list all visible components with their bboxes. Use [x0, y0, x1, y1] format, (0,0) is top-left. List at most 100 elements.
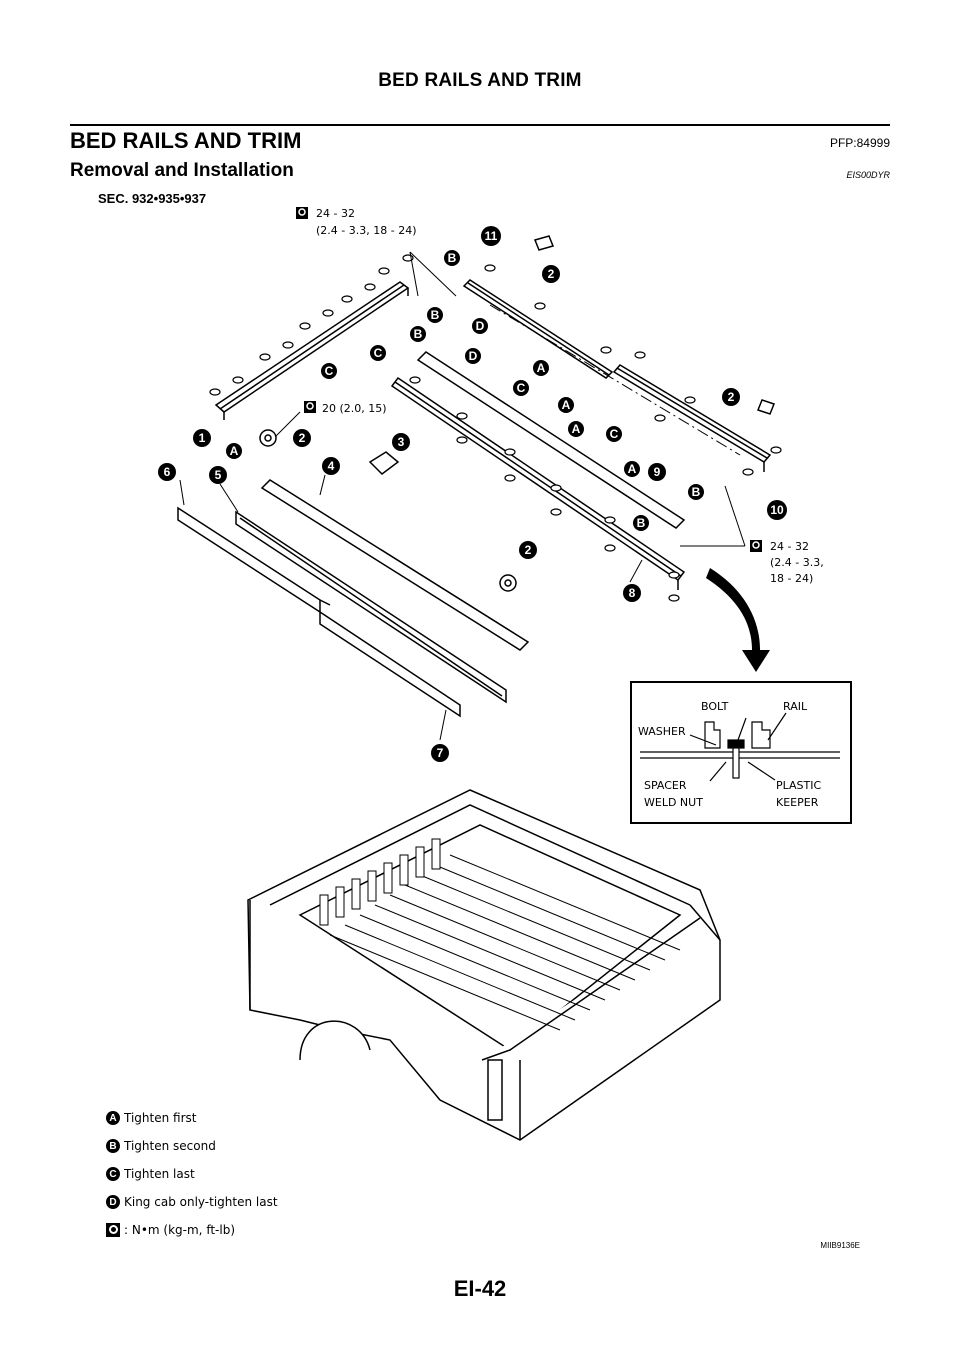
- svg-text:7: 7: [437, 746, 444, 760]
- svg-text:C: C: [610, 427, 619, 441]
- svg-text:B: B: [431, 308, 440, 322]
- svg-text:2: 2: [728, 390, 735, 404]
- svg-text:B: B: [414, 327, 423, 341]
- callout-4: 4: [322, 457, 340, 475]
- legend-row-c: C Tighten last: [106, 1160, 278, 1188]
- detail-inset-frame: [630, 681, 852, 824]
- callout-2: 2: [542, 265, 560, 283]
- legend-text-d: King cab only-tighten last: [124, 1195, 278, 1209]
- legend-row-torque: : N•m (kg-m, ft-lb): [106, 1216, 278, 1244]
- letter-d: D: [472, 318, 488, 334]
- tie-down-hooks: [259, 235, 775, 592]
- section-title: BED RAILS AND TRIM: [70, 128, 302, 153]
- letter-b: B: [444, 250, 460, 266]
- legend-row-a: A Tighten first: [106, 1104, 278, 1132]
- svg-text:2: 2: [299, 431, 306, 445]
- letter-c: C: [370, 345, 386, 361]
- torque-icon: [106, 1223, 120, 1237]
- svg-text:(2.4 - 3.3, 18 - 24): (2.4 - 3.3, 18 - 24): [316, 224, 416, 237]
- svg-text:2: 2: [525, 543, 532, 557]
- lower-trim-6: [177, 506, 461, 718]
- legend-badge-c: C: [106, 1167, 120, 1181]
- svg-text:6: 6: [164, 465, 171, 479]
- svg-text:9: 9: [654, 465, 661, 479]
- legend-badge-b: B: [106, 1139, 120, 1153]
- subsection-title: Removal and Installation: [70, 160, 294, 181]
- svg-text:24 - 32: 24 - 32: [316, 207, 355, 220]
- inset-washer-label: WASHER: [638, 725, 686, 738]
- svg-text:D: D: [476, 319, 485, 333]
- letter-a: A: [226, 443, 242, 459]
- inset-spacer-label: SPACER: [644, 779, 687, 792]
- callout-10: 10: [767, 500, 787, 520]
- center-rail: [390, 376, 686, 590]
- lower-trim-5: [235, 510, 507, 704]
- sec-label: SEC. 932•935•937: [98, 191, 207, 206]
- svg-text:20 (2.0, 15): 20 (2.0, 15): [322, 402, 387, 415]
- callout-6: 6: [158, 463, 176, 481]
- letter-a: A: [533, 360, 549, 376]
- svg-text:8: 8: [629, 586, 636, 600]
- callout-3: 3: [392, 433, 410, 451]
- legend-torque-text: : N•m (kg-m, ft-lb): [124, 1223, 235, 1237]
- legend-text-c: Tighten last: [124, 1167, 195, 1181]
- bed-front-ribs: [319, 838, 441, 926]
- legend-badge-a: A: [106, 1111, 120, 1125]
- inset-weld-nut-label: WELD NUT: [644, 796, 703, 809]
- svg-text:D: D: [469, 349, 478, 363]
- svg-text:A: A: [572, 422, 581, 436]
- letter-a: A: [568, 421, 584, 437]
- callout-1: 1: [193, 429, 211, 447]
- legend-text-b: Tighten second: [124, 1139, 216, 1153]
- letter-c: C: [321, 363, 337, 379]
- svg-text:18 - 24): 18 - 24): [770, 572, 813, 585]
- callout-2: 2: [293, 429, 311, 447]
- svg-text:C: C: [517, 381, 526, 395]
- svg-text:A: A: [562, 398, 571, 412]
- upper-right-rails: [462, 279, 772, 472]
- svg-text:C: C: [325, 364, 334, 378]
- svg-text:3: 3: [398, 435, 405, 449]
- torque-label-top: 24 - 32 (2.4 - 3.3, 18 - 24): [296, 207, 416, 237]
- svg-text:10: 10: [770, 503, 784, 517]
- letter-a: A: [624, 461, 640, 477]
- figure-reference: MIIB9136E: [820, 1241, 860, 1250]
- svg-text:5: 5: [215, 468, 222, 482]
- legend-row-b: B Tighten second: [106, 1132, 278, 1160]
- svg-text:4: 4: [328, 459, 335, 473]
- svg-text:A: A: [230, 444, 239, 458]
- subsection-code: EIS00DYR: [846, 170, 890, 180]
- callout-2: 2: [722, 388, 740, 406]
- svg-text:A: A: [628, 462, 637, 476]
- header-rule: [70, 124, 890, 126]
- left-rail: [214, 281, 410, 420]
- detail-arrow: [706, 568, 770, 672]
- svg-text:C: C: [374, 346, 383, 360]
- callout-11: 11: [481, 226, 501, 246]
- page-number: EI-42: [453, 1276, 507, 1301]
- inset-detail: [640, 712, 840, 782]
- callout-2: 2: [519, 541, 537, 559]
- running-header-title: BED RAILS AND TRIM: [378, 70, 582, 91]
- callout-5: 5: [209, 466, 227, 484]
- inset-rail-label: RAIL: [783, 700, 808, 713]
- legend-badge-d: D: [106, 1195, 120, 1209]
- callout-7: 7: [431, 744, 449, 762]
- torque-label-right: 24 - 32 (2.4 - 3.3, 18 - 24): [750, 540, 824, 585]
- svg-text:B: B: [448, 251, 457, 265]
- legend-text-a: Tighten first: [124, 1111, 197, 1125]
- inset-bolt-label: BOLT: [701, 700, 729, 713]
- svg-text:1: 1: [199, 431, 206, 445]
- fasteners: [209, 254, 782, 602]
- trim-strip-9: [416, 351, 686, 529]
- svg-text:A: A: [537, 361, 546, 375]
- torque-label-mid: 20 (2.0, 15): [304, 401, 387, 415]
- svg-text:B: B: [692, 485, 701, 499]
- svg-text:B: B: [637, 516, 646, 530]
- inset-plastic-label: PLASTIC: [776, 779, 821, 792]
- inset-keeper-label: KEEPER: [776, 796, 819, 809]
- letter-b: B: [410, 326, 426, 342]
- trim-strip-4: [260, 479, 530, 651]
- legend: A Tighten first B Tighten second C Tight…: [106, 1104, 278, 1244]
